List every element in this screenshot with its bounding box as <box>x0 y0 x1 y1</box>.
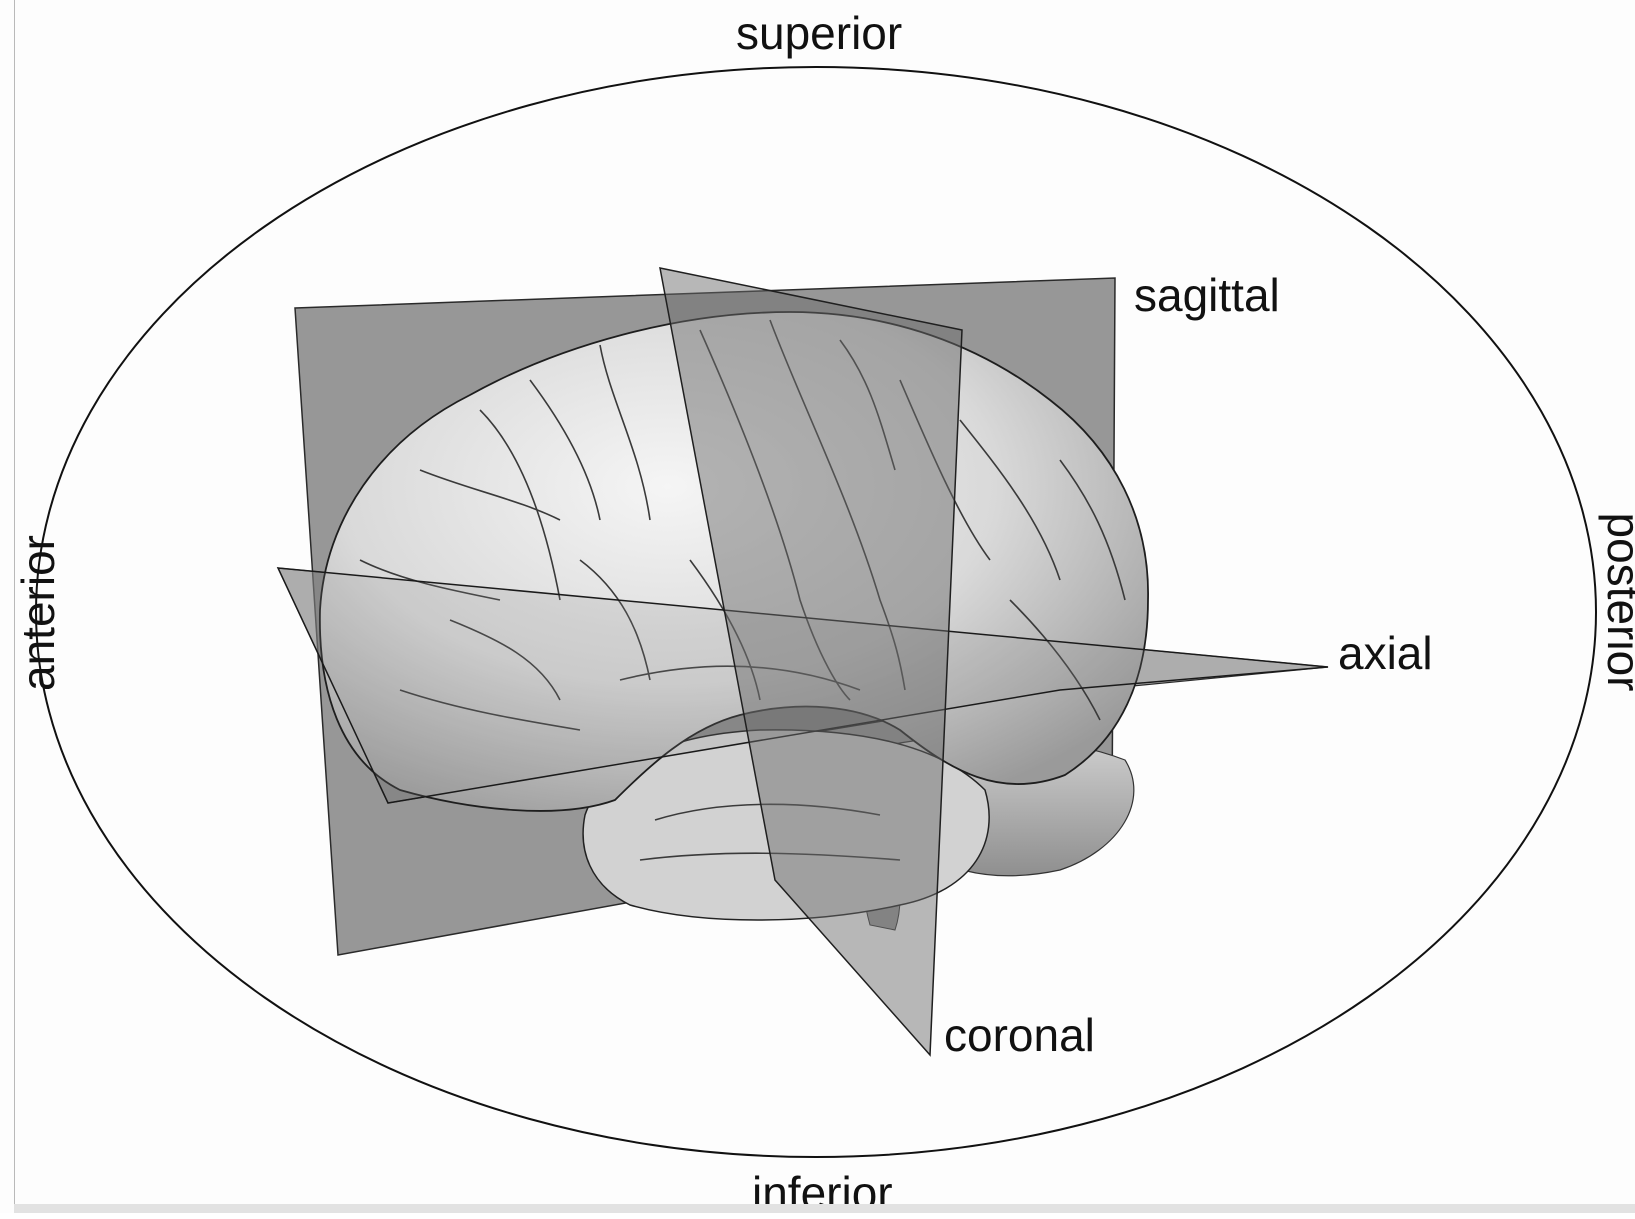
bottom-strip <box>14 1204 1635 1213</box>
anterior-label: anterior <box>15 535 61 691</box>
axial-label: axial <box>1338 630 1433 676</box>
posterior-label: posterior <box>1601 513 1635 692</box>
coronal-label: coronal <box>944 1012 1095 1058</box>
superior-label: superior <box>736 10 902 56</box>
sagittal-label: sagittal <box>1134 272 1280 318</box>
